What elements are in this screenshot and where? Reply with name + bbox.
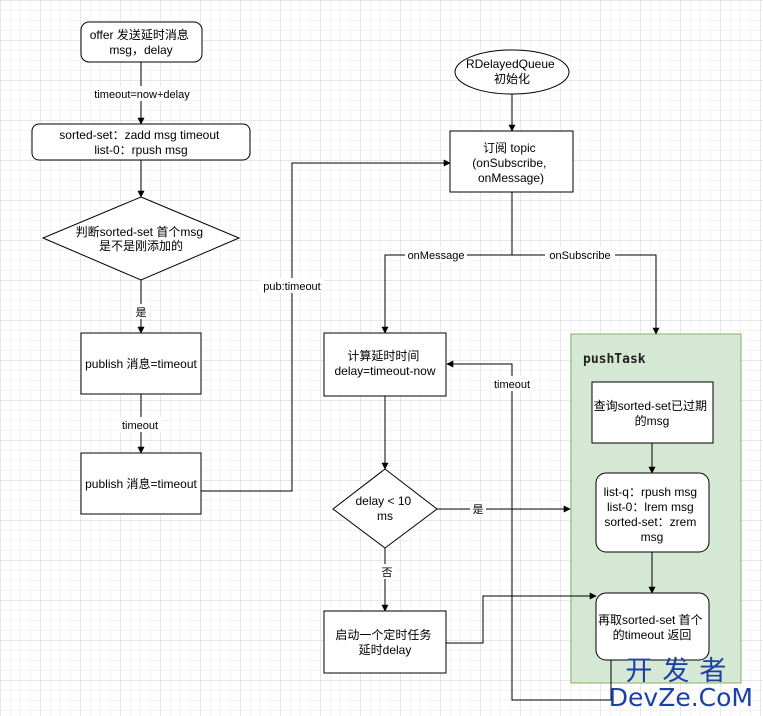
node-judge-diamond: 判断sorted-set 首个msg 是不是刚添加的 [41, 196, 241, 281]
svg-text:计算延时时间 delay=timeout-now: 计算延时时间 delay=timeout-now [334, 348, 435, 378]
node-query-expired: 查询sorted-set已过期 的msg [591, 381, 714, 444]
node-push-ops-line-3: sorted-set：zrem [604, 515, 696, 529]
svg-text:sorted-set：zadd msg timeout: sorted-set：zadd msg timeout list-0：rpush… [59, 128, 222, 157]
node-subscribe-line-3: onMessage) [478, 171, 544, 185]
node-refetch-line-2: 的timeout 返回 [613, 627, 692, 642]
node-subscribe-line-1: 订阅 topic [483, 141, 536, 155]
node-calc-line-1: 计算延时时间 [347, 348, 419, 363]
node-judge-line-2: 是不是刚添加的 [99, 238, 183, 253]
label-pub-timeout: pub:timeout [263, 281, 320, 293]
svg-text:判断sorted-set 首个msg 是不是刚添: 判断sorted-set 首个msg 是不是刚添加的 [76, 224, 207, 253]
node-publish-1: publish 消息=timeout [80, 332, 202, 395]
label-on-subscribe: onSubscribe [549, 250, 610, 262]
svg-text:list-q：rpush msg list-0：: list-q：rpush msg list-0：lrem msg sorted-… [604, 485, 701, 544]
site-logo-watermark: 开发者 DevZe.CoM [609, 658, 753, 710]
push-task-title: pushTask [583, 352, 646, 367]
svg-text:查询sorted-set已过期 的msg: 查询sorted-set已过期 的msg [594, 399, 711, 428]
node-sorted-set-line-1: sorted-set：zadd msg timeout [59, 128, 220, 142]
node-delay-check-line-1: delay < 10 [355, 494, 411, 508]
label-no-delay: 否 [382, 567, 393, 579]
node-judge-line-1: 判断sorted-set 首个msg [76, 224, 203, 239]
node-delay-check-line-2: ms [377, 509, 393, 523]
logo-brand-en: DevZe.CoM [608, 683, 753, 712]
node-push-ops-line-2: list-0：lrem msg [607, 500, 694, 514]
label-timeout-calc: timeout=now+delay [94, 89, 190, 101]
node-push-ops-line-4: msg [641, 530, 664, 544]
edge-labels: timeout=now+delay 是 timeout pub:timeout … [93, 86, 615, 579]
svg-text:订阅 topic (onSubscribe,: 订阅 topic (onSubscribe, onMessage) [472, 141, 549, 185]
node-rdelayedqueue: RDelayedQueue 初始化 [454, 49, 570, 95]
edge-subscribe-calc [381, 192, 513, 334]
edge-publish2-subscribe [201, 159, 451, 492]
node-offer-line-1: offer 发送延时消息 [90, 27, 189, 42]
node-subscribe: 订阅 topic (onSubscribe, onMessage) [449, 130, 574, 193]
node-publish-1-label: publish 消息=timeout [85, 356, 197, 371]
node-publish-2: publish 消息=timeout [80, 452, 202, 515]
node-timer-line-1: 启动一个定时任务 [335, 627, 431, 642]
label-timeout-loop: timeout [494, 379, 530, 391]
svg-text:再取sorted-set 首个 的timeout: 再取sorted-set 首个 的timeout 返回 [598, 613, 706, 642]
edge-subscribe-pushtask [512, 254, 660, 335]
svg-text:RDelayedQueue 初始化: RDelayedQueue 初始化 [466, 57, 558, 86]
node-refetch-line-1: 再取sorted-set 首个 [598, 613, 703, 627]
node-calc-delay: 计算延时时间 delay=timeout-now [323, 332, 447, 397]
node-sorted-set-line-2: list-0：rpush msg [94, 143, 187, 157]
node-timer-line-2: 延时delay [359, 643, 412, 657]
svg-text:offer 发送延时消息 msg，delay: offer 发送延时消息 msg，delay [90, 27, 192, 57]
node-publish-2-label: publish 消息=timeout [85, 476, 197, 491]
node-query-line-1: 查询sorted-set已过期 [594, 399, 707, 413]
svg-text:启动一个定时任务 延时delay: 启动一个定时任务 延时delay [335, 627, 434, 657]
svg-text:delay < 10 ms: delay < 10 ms [355, 494, 414, 523]
node-subscribe-line-2: (onSubscribe, [472, 156, 546, 170]
node-push-ops: list-q：rpush msg list-0：lrem msg sorted-… [595, 472, 710, 553]
node-sorted-set: sorted-set：zadd msg timeout list-0：rpush… [31, 123, 251, 161]
node-delay-check-diamond: delay < 10 ms [332, 468, 438, 549]
label-yes-delay: 是 [473, 503, 484, 516]
node-query-line-2: 的msg [635, 413, 670, 428]
label-timeout-publish: timeout [122, 420, 158, 432]
edge-refetch-calc-loop [446, 360, 612, 701]
node-start-timer: 启动一个定时任务 延时delay [323, 610, 447, 674]
node-calc-line-2: delay=timeout-now [334, 364, 435, 378]
label-yes-judge: 是 [136, 306, 147, 319]
node-offer: offer 发送延时消息 msg，delay [80, 21, 203, 63]
edge-timer-refetch [446, 592, 597, 644]
label-on-message: onMessage [408, 250, 465, 262]
node-offer-line-2: msg，delay [109, 43, 172, 57]
logo-brand-cn: 开发者 [625, 656, 737, 687]
node-push-ops-line-1: list-q：rpush msg [604, 485, 697, 499]
node-rdq-line-1: RDelayedQueue [466, 57, 555, 71]
node-rdq-line-2: 初始化 [494, 72, 530, 86]
node-refetch: 再取sorted-set 首个 的timeout 返回 [595, 592, 710, 661]
